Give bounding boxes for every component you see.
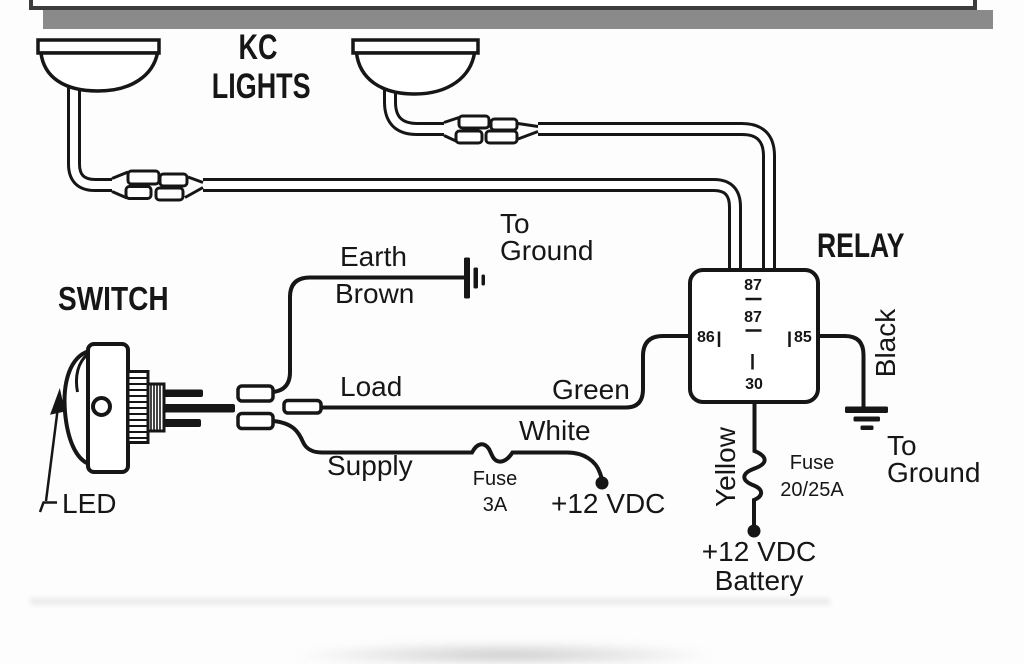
relay-terminal-87-top: 87: [744, 277, 762, 294]
connector-forks: [111, 116, 539, 200]
relay-terminal-30: 30: [745, 376, 763, 393]
switch-earth-connector: [236, 384, 275, 403]
load-label: Load: [340, 371, 403, 402]
light2-dome: [354, 51, 477, 96]
vdc-terminal-dot: [595, 476, 609, 490]
light1-mount-bar: [36, 38, 161, 55]
light1-connector: [126, 169, 161, 186]
light2-connector: [457, 114, 491, 130]
relay-terminal-85: 85: [794, 329, 812, 346]
switch-load-connector: [282, 398, 323, 415]
black-ground-wire: [817, 334, 866, 407]
relay-terminal-87-mid: 87: [744, 309, 762, 326]
switch-barrel-hatch: [150, 384, 161, 431]
yellow-battery-wire: [742, 402, 767, 525]
black-wire-label: Black: [870, 308, 901, 378]
to-ground-left-label: To Ground: [500, 208, 594, 266]
connector-lugs: [124, 114, 519, 202]
light2-mount-bar: [351, 38, 480, 55]
to-ground-right-label: To Ground: [887, 430, 981, 488]
kc-lights-label: KC LIGHTS: [211, 28, 311, 106]
fuse-2025a-label: Fuse 20/25A: [780, 452, 844, 501]
lamp-housings: [36, 38, 480, 96]
switch-supply-connector: [236, 411, 275, 431]
led-label: LED: [62, 488, 117, 519]
switch-led-indicator: [91, 396, 112, 417]
load-green-wire: [321, 334, 690, 410]
top-gray-bar: [43, 10, 993, 29]
switch-terminal-pins: [163, 389, 235, 427]
bottom-smudge: [290, 641, 720, 663]
switch-paddle: [62, 349, 90, 466]
white-label: White: [519, 415, 591, 446]
fuse-3a-label: Fuse 3A: [472, 468, 518, 516]
relay-box: [688, 268, 820, 404]
green-label: Green: [552, 374, 630, 405]
relay-terminal-86: 86: [697, 329, 715, 346]
light1-wire-seg1: [67, 78, 112, 192]
yellow-wire-label: Yellow: [710, 427, 741, 507]
relay-87-underlines: [745, 297, 762, 332]
supply-label: Supply: [327, 450, 413, 481]
supply-white-wire: [272, 419, 604, 480]
ground-symbol-right: [845, 406, 888, 430]
led-arrow: [38, 388, 65, 513]
light-wires-inner: [70, 78, 773, 272]
top-frame-edge: [29, 0, 977, 10]
light1-dome: [39, 51, 160, 93]
battery-terminal-dot: [747, 524, 761, 538]
earth-label: Earth: [340, 241, 407, 272]
rocker-switch: [62, 342, 235, 474]
signal-wires: [272, 275, 866, 525]
relay-body: [688, 268, 820, 404]
brown-label: Brown: [335, 278, 415, 309]
faint-scan-band: [30, 598, 830, 605]
relay-terminal-ticks: [717, 331, 791, 370]
switch-paddle-edge: [74, 352, 90, 393]
switch-connectors: [236, 384, 323, 431]
relay-label: RELAY: [817, 227, 905, 265]
ground-symbol-left: [464, 257, 485, 299]
plus12vdc-label: +12 VDC: [551, 488, 666, 519]
earth-brown-wire: [272, 275, 464, 394]
switch-label: SWITCH: [58, 280, 169, 317]
switch-thread-ribs: [128, 377, 148, 439]
battery-label: +12 VDC Battery: [701, 536, 817, 596]
